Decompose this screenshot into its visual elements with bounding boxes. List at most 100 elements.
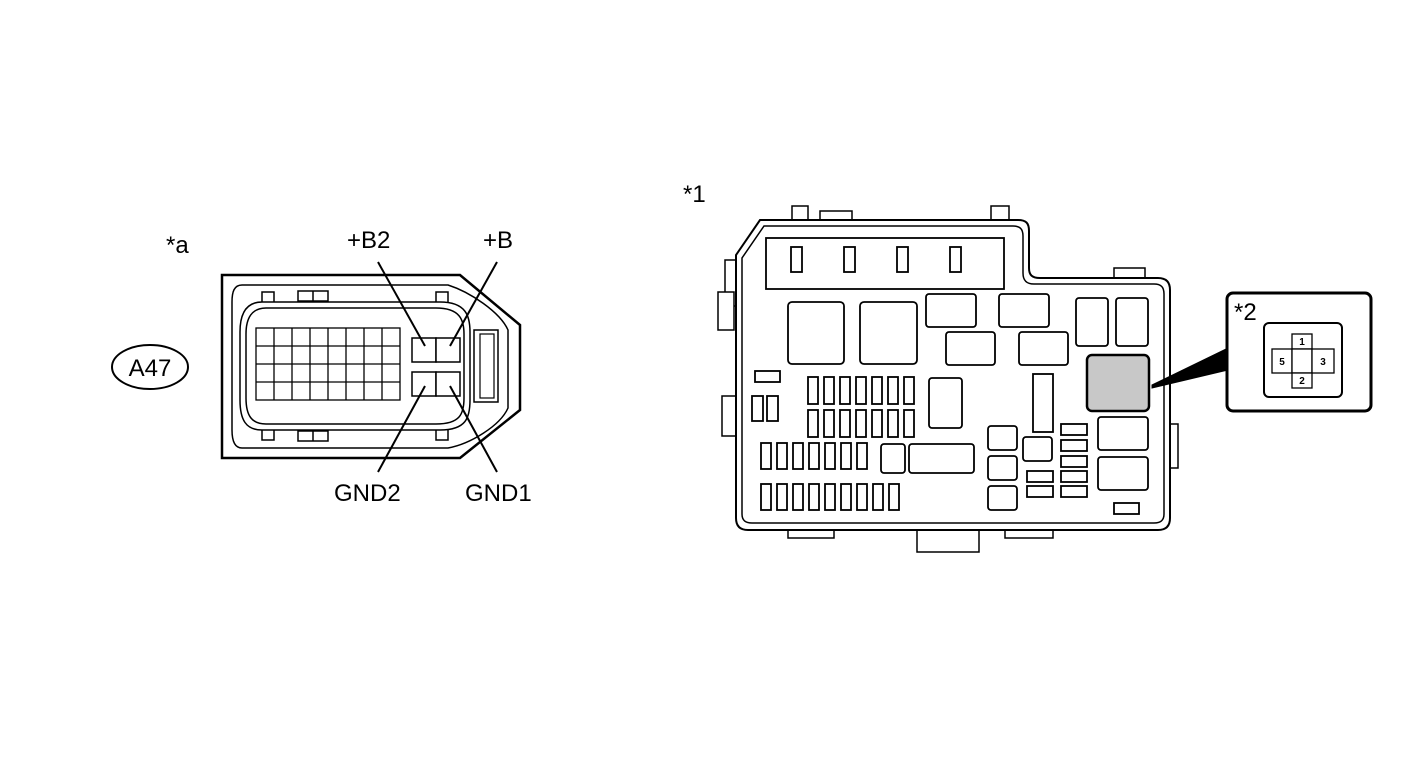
terminal-plus-b	[435, 337, 461, 363]
mini-fuse	[903, 409, 915, 438]
mini-fuse	[776, 442, 788, 470]
leader-plus-b2	[377, 261, 426, 347]
label-star-a: *a	[166, 232, 189, 259]
relay-tall	[1115, 297, 1149, 347]
relay-block	[717, 205, 1179, 553]
connector-code-oval	[111, 344, 189, 390]
mini-fuse	[888, 483, 900, 511]
mini-fuse	[792, 442, 804, 470]
connector-housing	[220, 273, 522, 460]
maxi-fuse-strip	[765, 237, 1005, 290]
relay-vertical	[928, 377, 963, 429]
bottom-lock-tab-left	[261, 430, 275, 441]
label-star-1: *1	[683, 181, 706, 208]
mini-slot	[1060, 470, 1088, 483]
mini-fuse	[856, 483, 868, 511]
mini-fuse	[871, 376, 883, 405]
pin-1-label: 1	[1299, 337, 1305, 348]
maxi-fuse	[843, 246, 856, 273]
relay-small	[987, 425, 1018, 451]
relay-mid	[1097, 456, 1149, 491]
mini-slot	[1060, 455, 1088, 468]
connector-code-label: A47	[129, 355, 172, 382]
pin-center-cell	[1291, 348, 1313, 374]
pin-2-label: 2	[1299, 376, 1305, 387]
mini-fuse	[872, 483, 884, 511]
mini-slot	[1060, 423, 1088, 436]
block-housing-inner	[741, 225, 1165, 524]
mini-fuse	[760, 442, 772, 470]
power-terminals	[411, 337, 461, 397]
mini-fuse	[871, 409, 883, 438]
mini-fuse	[855, 376, 867, 405]
relay-socket-pins	[1271, 333, 1335, 389]
relay-small	[987, 455, 1018, 481]
small-terminal-grid	[255, 327, 401, 401]
mini-fuse	[855, 409, 867, 438]
mini-fuse	[840, 483, 852, 511]
relay-socket-outline	[1263, 322, 1343, 398]
maxi-fuse	[896, 246, 909, 273]
pin-2-cell	[1291, 372, 1313, 389]
label-plus-b2: +B2	[347, 227, 390, 254]
relay-small	[1022, 436, 1053, 462]
side-tab	[721, 395, 737, 437]
terminal-body-outer	[239, 301, 471, 431]
mini-fuse	[839, 376, 851, 405]
terminal-body-inner	[245, 307, 465, 425]
mini-slot	[1060, 485, 1088, 498]
mini-fuse	[824, 442, 836, 470]
mini-slot	[1026, 470, 1054, 483]
relay-small	[880, 443, 906, 474]
mini-fuse	[887, 376, 899, 405]
leader-lines	[377, 261, 498, 473]
terminal-gnd2	[411, 371, 437, 397]
maxi-fuse	[949, 246, 962, 273]
mini-fuse	[839, 409, 851, 438]
mini-fuse	[807, 409, 819, 438]
mini-fuse	[824, 483, 836, 511]
mini-fuse	[903, 376, 915, 405]
terminal-plus-b2	[411, 337, 437, 363]
mini-fuse	[808, 483, 820, 511]
mini-fuse	[751, 395, 764, 422]
pin-3-label: 3	[1320, 357, 1326, 368]
bottom-lock-tab-right	[435, 430, 449, 441]
top-lock-tab-right	[435, 291, 449, 302]
label-gnd2: GND2	[334, 480, 401, 507]
bottom-tab	[916, 527, 980, 553]
leader-gnd2	[377, 385, 426, 473]
pin-3-cell	[1311, 348, 1335, 374]
label-gnd1: GND1	[465, 480, 532, 507]
small-slot	[1113, 502, 1140, 515]
relay-mid	[1018, 331, 1069, 366]
relay-mid	[998, 293, 1050, 328]
relay-mid	[1097, 416, 1149, 451]
right-latch-inner	[479, 333, 495, 399]
block-components	[751, 237, 1151, 515]
mini-fuse	[766, 395, 779, 422]
label-plus-b: +B	[483, 227, 513, 254]
mini-fuse	[792, 483, 804, 511]
leader-plus-b	[449, 261, 498, 347]
relay-wide	[908, 443, 975, 474]
highlighted-relay	[1085, 353, 1151, 413]
mini-fuse	[823, 376, 835, 405]
fuse-long	[1032, 373, 1054, 433]
relay-small	[987, 485, 1018, 511]
mini-fuse	[776, 483, 788, 511]
block-housing-outer	[735, 219, 1171, 531]
top-lock-tab-left	[261, 291, 275, 302]
mini-slot	[1026, 485, 1054, 498]
mini-fuse	[840, 442, 852, 470]
connector-a47	[220, 273, 522, 460]
relay-large	[859, 301, 918, 365]
connector-inner-outline	[231, 284, 509, 449]
pin-5-label: 5	[1279, 357, 1285, 368]
relay-mid	[925, 293, 977, 328]
mini-fuse	[823, 409, 835, 438]
side-tab	[717, 291, 735, 331]
mini-fuse	[808, 442, 820, 470]
mini-fuse	[887, 409, 899, 438]
